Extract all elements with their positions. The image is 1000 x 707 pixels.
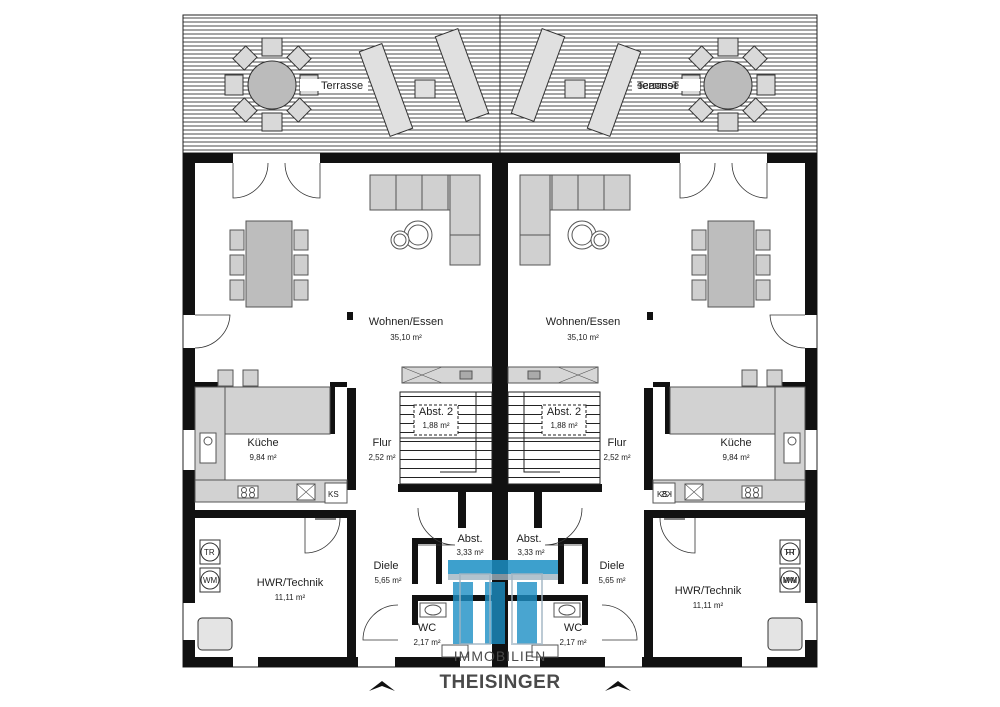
room-name-kueche-right: Küche <box>720 437 751 449</box>
room-area-wc-left: 2,17 m² <box>413 638 440 647</box>
room-name-flur-left: Flur <box>373 437 392 449</box>
room-name-wc-right: WC <box>564 622 582 634</box>
room-area-kueche-right: 9,84 m² <box>722 453 749 462</box>
room-area-kueche-left: 9,84 m² <box>249 453 276 462</box>
room-area-wohnen-left: 35,10 m² <box>390 333 422 342</box>
entrance-arrow-right <box>605 681 631 691</box>
company-logo <box>448 560 558 645</box>
wm-appliance-label-right: WM <box>783 576 798 585</box>
room-area-abst-left: 3,33 m² <box>456 548 483 557</box>
room-area-hwr-left: 11,11 m² <box>275 593 306 602</box>
room-area-hwr-right: 11,11 m² <box>693 601 724 610</box>
logo-line1: IMMOBILIEN <box>454 648 546 664</box>
room-name-kueche-left: Küche <box>247 437 278 449</box>
room-area-diele-right: 5,65 m² <box>598 576 625 585</box>
room-name-abst-left: Abst. <box>457 533 482 545</box>
room-area-flur-right: 2,52 m² <box>603 453 630 462</box>
room-name-abst-right: Abst. <box>516 533 541 545</box>
room-name-hwr-left: HWR/Technik <box>257 577 324 589</box>
room-area-wohnen-right: 35,10 m² <box>567 333 599 342</box>
room-area-diele-left: 5,65 m² <box>374 576 401 585</box>
room-name-diele-right: Diele <box>599 560 624 572</box>
room-name-abst2-right: Abst. 2 <box>547 406 581 418</box>
room-name-flur-right: Flur <box>608 437 627 449</box>
logo-line2: THEISINGER <box>439 672 560 693</box>
room-area-abst2-left: 1,88 m² <box>422 421 449 430</box>
room-area-abst-right: 3,33 m² <box>517 548 544 557</box>
room-labels-right: Terrasse Wohnen/Essen 35,10 m² Küche 9,8… <box>516 80 751 647</box>
room-name-wohnen-left: Wohnen/Essen <box>369 316 443 328</box>
room-area-flur-left: 2,52 m² <box>368 453 395 462</box>
room-labels-left: Wohnen/Essen 35,10 m² Küche 9,84 m² Flur… <box>247 316 483 647</box>
room-area-wc-right: 2,17 m² <box>559 638 586 647</box>
room-name-wc-left: WC <box>418 622 436 634</box>
room-name-abst2-left: Abst. 2 <box>419 406 453 418</box>
room-name-wohnen-right: Wohnen/Essen <box>546 316 620 328</box>
ks-appliance-label-right: KS <box>657 490 668 499</box>
room-name-terrasse-right: Terrasse <box>637 80 679 92</box>
room-area-abst2-right: 1,88 m² <box>550 421 577 430</box>
entrance-arrow-left <box>369 681 395 691</box>
tr-appliance-label-right: TR <box>784 548 795 557</box>
room-name-diele-left: Diele <box>373 560 398 572</box>
room-name-hwr-right: HWR/Technik <box>675 585 742 597</box>
